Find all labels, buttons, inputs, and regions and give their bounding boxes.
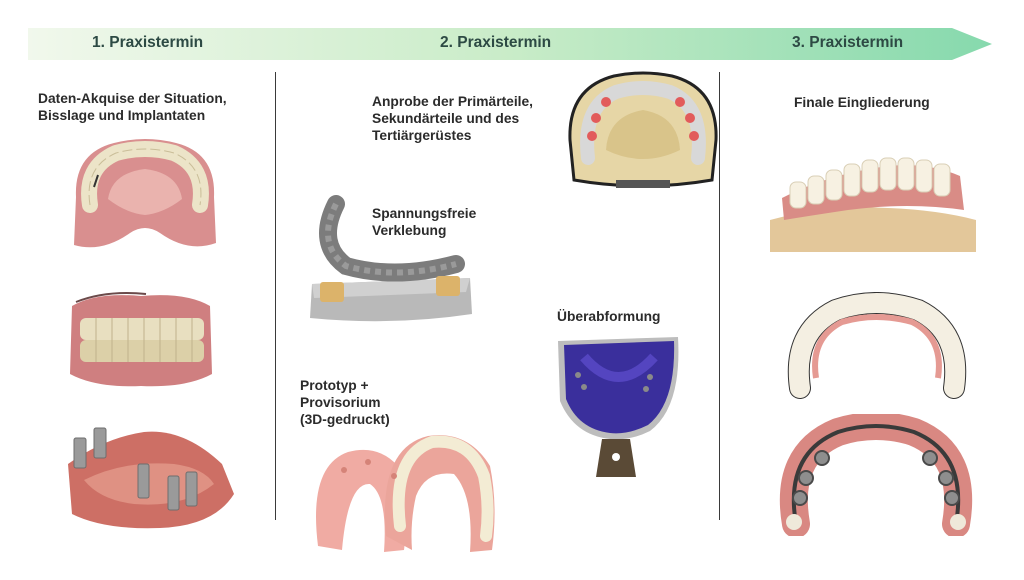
framework-bonding-image: [310, 195, 472, 322]
try-in-model-image: [568, 71, 718, 188]
scan-implants-image: [68, 427, 234, 529]
timeline-arrow: [28, 28, 992, 60]
try-in-label: Anprobe der Primärteile, Sekundärteile u…: [372, 94, 534, 143]
final-prosthesis-front-image: [787, 292, 967, 399]
scan-bite-image: [70, 292, 212, 387]
prototype-dentures-image: [316, 435, 495, 552]
final-heading: Finale Eingliederung: [794, 95, 930, 110]
acquisition-heading: Daten-Akquise der Situation, Bisslage un…: [38, 91, 227, 123]
impression-label: Überabformung: [557, 309, 661, 324]
column-divider: [719, 72, 720, 520]
step-1-label: 1. Praxistermin: [92, 34, 204, 51]
column-divider: [275, 72, 276, 520]
final-prosthesis-underside-image: [779, 414, 973, 536]
bonding-label: Spannungsfreie Verklebung: [372, 206, 477, 238]
impression-tray-image: [558, 337, 679, 477]
step-2-label: 2. Praxistermin: [440, 34, 552, 51]
final-prosthesis-model-image: [770, 157, 976, 252]
prototype-label: Prototyp + Provisorium (3D-gedruckt): [300, 378, 390, 427]
scan-upper-arch-image: [74, 139, 216, 248]
step-3-label: 3. Praxistermin: [792, 34, 904, 51]
